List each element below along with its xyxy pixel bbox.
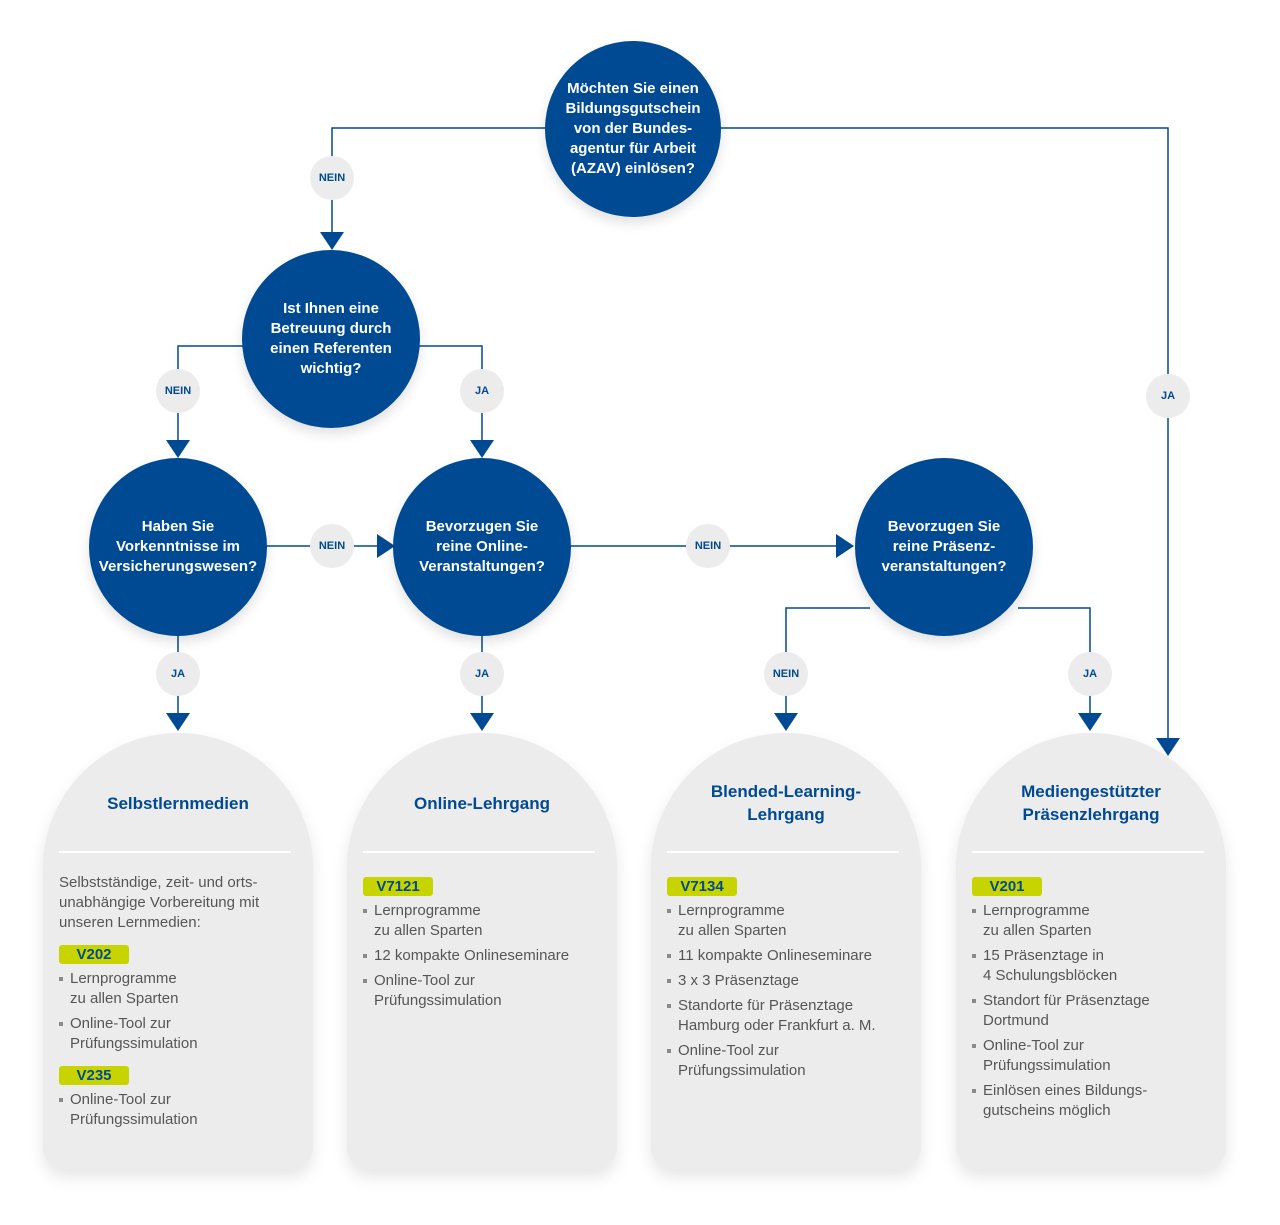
- question-azav: Möchten Sie einen Bildungsgutschein von …: [545, 41, 721, 217]
- card-divider: [667, 851, 899, 853]
- arrowhead-card-praesenz-azav: [1156, 738, 1180, 756]
- card-title: Blended-Learning- Lehrgang: [710, 782, 862, 824]
- card-title: Mediengestützter Präsenzlehrgang: [1021, 782, 1161, 824]
- list-item: 12 kompakte Onlineseminare: [363, 946, 603, 966]
- card-blended-learning: Blended-Learning- Lehrgang V7134 Lernpro…: [651, 733, 921, 1169]
- course-code-badge: V235: [59, 1066, 129, 1085]
- card-title: Selbstlernmedien: [107, 793, 249, 813]
- card-divider: [59, 851, 291, 853]
- list-item: Online-Tool zur Prüfungssimulation: [59, 1014, 299, 1054]
- list-item: Standorte für Präsenztage Hamburg oder F…: [667, 996, 907, 1036]
- card-divider: [363, 851, 595, 853]
- feature-list: Lernprogramme zu allen Sparten 11 kompak…: [667, 901, 907, 1081]
- arrowhead-card-online: [470, 713, 494, 731]
- list-item: 15 Präsenztage in 4 Schulungsblöcken: [972, 946, 1212, 986]
- course-code-badge: V7121: [363, 877, 433, 896]
- list-item: Lernprogramme zu allen Sparten: [972, 901, 1212, 941]
- card-body: V201 Lernprogramme zu allen Sparten 15 P…: [972, 873, 1212, 1129]
- list-item: 11 kompakte Onlineseminare: [667, 946, 907, 966]
- arrowhead-card-selbstlern: [166, 713, 190, 731]
- list-item: Online-Tool zur Prüfungssimulation: [972, 1036, 1212, 1076]
- course-code-badge: V7134: [667, 877, 737, 896]
- feature-list: Online-Tool zur Prüfungssimulation: [59, 1090, 299, 1130]
- list-item: Lernprogramme zu allen Sparten: [59, 969, 299, 1009]
- arrowhead-vorkenntnisse: [166, 440, 190, 458]
- arrowhead-praesenz: [836, 534, 854, 558]
- feature-list: Lernprogramme zu allen Sparten 12 kompak…: [363, 901, 603, 1011]
- badge-referent-yes: JA: [460, 369, 504, 413]
- question-referent: Ist Ihnen eine Betreuung durch einen Ref…: [242, 250, 420, 428]
- arrowhead-card-blended: [774, 713, 798, 731]
- course-code-badge: V201: [972, 877, 1042, 896]
- question-online: Bevorzugen Sie reine Online- Veranstaltu…: [393, 458, 571, 636]
- card-praesenzlehrgang: Mediengestützter Präsenzlehrgang V201 Le…: [956, 733, 1226, 1169]
- arrowhead-online-from-vorkenntnisse: [377, 534, 395, 558]
- list-item: Standort für Präsenztage Dortmund: [972, 991, 1212, 1031]
- feature-list: Lernprogramme zu allen Sparten Online-To…: [59, 969, 299, 1054]
- badge-azav-yes: JA: [1146, 374, 1190, 418]
- list-item: Lernprogramme zu allen Sparten: [667, 901, 907, 941]
- card-intro: Selbstständige, zeit- und orts- unabhäng…: [59, 874, 260, 931]
- list-item: Online-Tool zur Prüfungssimulation: [363, 971, 603, 1011]
- badge-praesenz-no: NEIN: [764, 652, 808, 696]
- badge-online-yes: JA: [460, 652, 504, 696]
- card-divider: [972, 851, 1204, 853]
- card-selbstlernmedien: Selbstlernmedien Selbstständige, zeit- u…: [43, 733, 313, 1169]
- card-body: V7121 Lernprogramme zu allen Sparten 12 …: [363, 873, 603, 1019]
- badge-praesenz-yes: JA: [1068, 652, 1112, 696]
- badge-azav-no: NEIN: [310, 156, 354, 200]
- badge-online-no: NEIN: [686, 524, 730, 568]
- question-praesenz: Bevorzugen Sie reine Präsenz- veranstalt…: [855, 458, 1033, 636]
- card-title: Online-Lehrgang: [414, 793, 550, 813]
- badge-referent-no: NEIN: [156, 369, 200, 413]
- connector-azav-no: [331, 127, 548, 236]
- badge-vorkenntnisse-no: NEIN: [310, 524, 354, 568]
- connector-azav-yes: [718, 127, 1169, 742]
- arrowhead-referent: [320, 232, 344, 250]
- list-item: Einlösen eines Bildungs- gutscheins mögl…: [972, 1081, 1212, 1121]
- card-online-lehrgang: Online-Lehrgang V7121 Lernprogramme zu a…: [347, 733, 617, 1169]
- list-item: 3 x 3 Präsenztage: [667, 971, 907, 991]
- list-item: Online-Tool zur Prüfungssimulation: [59, 1090, 299, 1130]
- arrowhead-card-praesenz: [1078, 713, 1102, 731]
- list-item: Online-Tool zur Prüfungssimulation: [667, 1041, 907, 1081]
- card-body: V7134 Lernprogramme zu allen Sparten 11 …: [667, 873, 907, 1089]
- badge-vorkenntnisse-yes: JA: [156, 652, 200, 696]
- course-code-badge: V202: [59, 945, 129, 964]
- card-body: Selbstständige, zeit- und orts- unabhäng…: [59, 873, 299, 1138]
- question-vorkenntnisse: Haben Sie Vorkenntnisse im Versicherungs…: [89, 458, 267, 636]
- list-item: Lernprogramme zu allen Sparten: [363, 901, 603, 941]
- arrowhead-online-from-referent: [470, 440, 494, 458]
- feature-list: Lernprogramme zu allen Sparten 15 Präsen…: [972, 901, 1212, 1121]
